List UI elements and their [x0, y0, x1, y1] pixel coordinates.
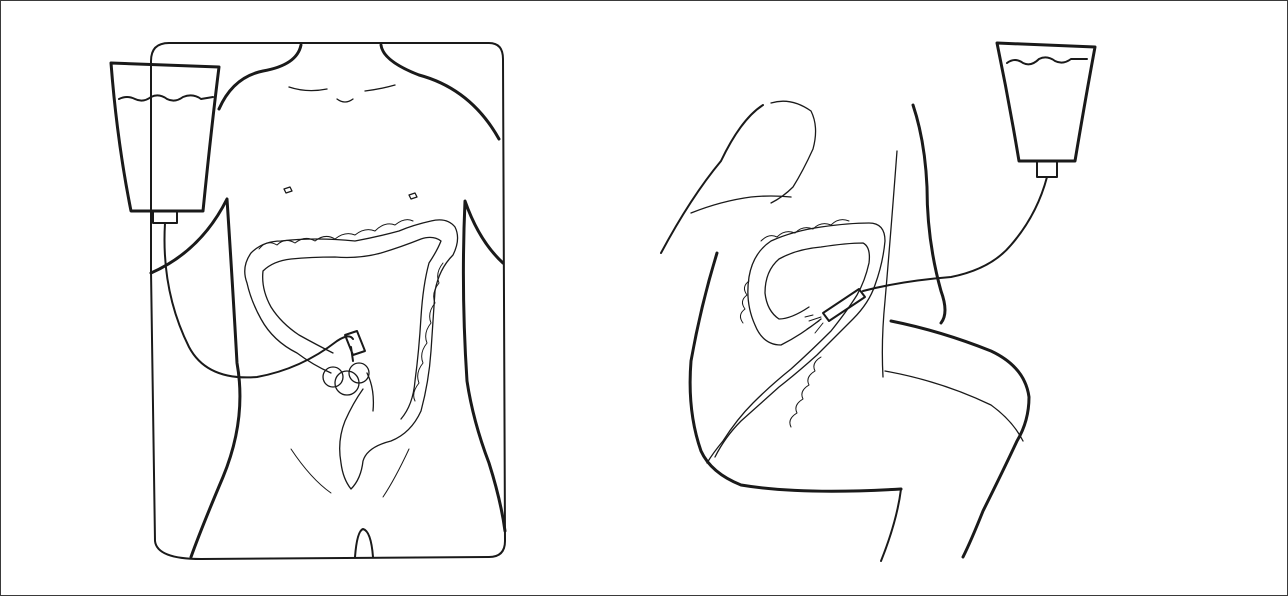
side-thigh-inner [885, 371, 1023, 441]
front-groin-right [383, 449, 409, 497]
side-shoulder [771, 101, 816, 203]
side-back-outline [661, 105, 763, 253]
front-right-side [463, 201, 505, 531]
front-torso-left [219, 45, 301, 109]
side-leg-front [881, 489, 901, 561]
side-hip-line [882, 151, 897, 377]
front-enema-bag [111, 63, 219, 223]
front-view-panel [111, 43, 505, 559]
side-colon [707, 220, 885, 463]
front-groin-left [291, 449, 331, 493]
side-enema-bag [997, 43, 1095, 177]
front-collarbone [289, 85, 395, 102]
side-front-outline [913, 105, 945, 323]
front-torso-right [381, 45, 499, 139]
side-arm [691, 196, 791, 213]
front-nipple-right [409, 193, 417, 199]
side-view-panel [661, 43, 1095, 561]
front-nipple-left [284, 187, 292, 193]
front-crotch [355, 529, 373, 557]
side-thigh [891, 321, 1029, 557]
front-panel-frame [151, 43, 505, 559]
